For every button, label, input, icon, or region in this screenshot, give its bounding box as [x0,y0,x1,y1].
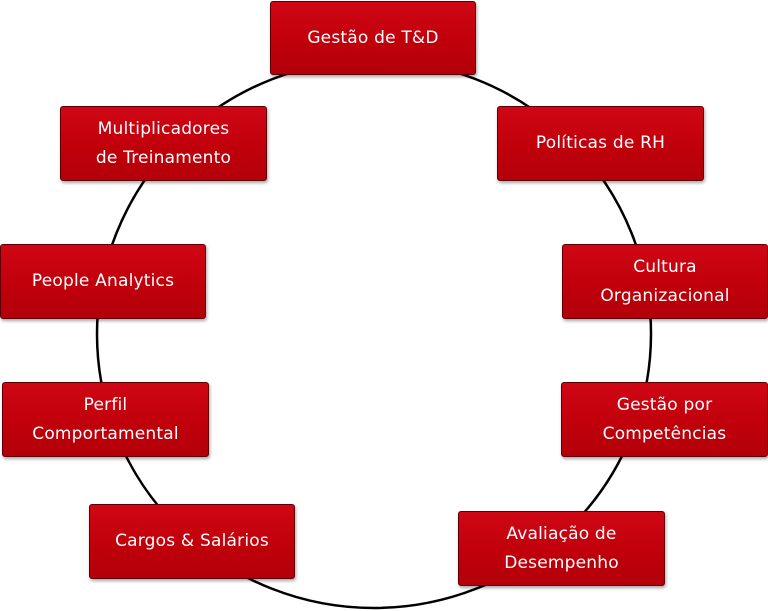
node-perfil-comportamental: Perfil Comportamental [2,382,209,457]
node-gestao-competencias: Gestão por Competências [561,382,768,457]
node-cargos-salarios: Cargos & Salários [89,504,295,579]
node-people-analytics: People Analytics [0,244,206,319]
node-avaliacao-desempenho: Avaliação de Desempenho [458,511,665,586]
node-gestao-td: Gestão de T&D [270,1,476,75]
node-politicas-rh: Políticas de RH [497,106,704,181]
node-cultura-organizacional: Cultura Organizacional [562,244,768,319]
node-multiplicadores-treinamento: Multiplicadores de Treinamento [60,106,267,181]
